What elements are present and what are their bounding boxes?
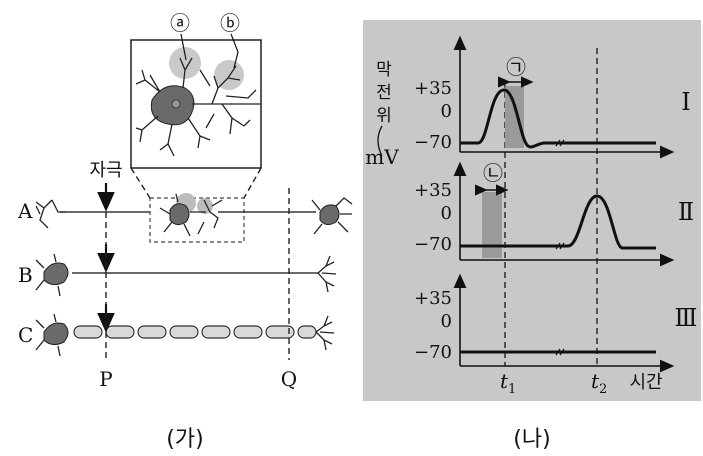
caption-na: (나) xyxy=(513,427,550,452)
neuron-b-label: B xyxy=(18,263,33,287)
y-label-2: 전 xyxy=(376,83,392,103)
row3-tick-0: 0 xyxy=(441,311,452,332)
graph-row-2: +35 0 −70 ㉡ Ⅱ xyxy=(414,161,694,267)
myelin-sheaths xyxy=(73,325,317,339)
label-g: ㉠ xyxy=(506,55,526,79)
row2-tick-0: 0 xyxy=(441,203,452,224)
row3-tick-35: +35 xyxy=(414,288,452,309)
row1-tick-0: 0 xyxy=(441,101,452,122)
row2-tick-70: −70 xyxy=(414,234,452,255)
neuron-c: C xyxy=(18,313,335,357)
neuron-a: A xyxy=(17,193,353,243)
y-label-3: 위 xyxy=(376,106,392,126)
label-b: ⓑ xyxy=(220,11,240,35)
row1-tick-70: −70 xyxy=(414,132,452,153)
graph-row-3: +35 0 −70 Ⅲ xyxy=(414,273,698,373)
x-axis-label: 시간 xyxy=(629,372,662,393)
synapse-inset: ⓐ ⓑ xyxy=(130,11,262,199)
t1-label: t1 xyxy=(500,369,516,397)
neuron-a-label: A xyxy=(17,199,33,223)
point-p: P xyxy=(99,367,112,391)
point-q: Q xyxy=(281,367,297,391)
t2-label: t2 xyxy=(591,369,607,397)
neuron-c-label: C xyxy=(18,323,33,347)
row2-tick-35: +35 xyxy=(414,180,452,201)
row1-label: Ⅰ xyxy=(681,88,690,116)
y-label-1: 막 xyxy=(376,60,392,80)
panel-ga: ⓐ ⓑ A B xyxy=(17,11,353,452)
row1-tick-35: +35 xyxy=(414,78,452,99)
row3-label: Ⅲ xyxy=(674,304,697,332)
y-unit: mV xyxy=(365,145,399,169)
row3-tick-70: −70 xyxy=(414,342,452,363)
interval-g-shade xyxy=(505,86,524,148)
trace-2 xyxy=(460,194,656,250)
trace-1 xyxy=(460,88,656,149)
label-l: ㉡ xyxy=(483,161,503,185)
graph-row-1: +35 0 −70 ㉠ Ⅰ xyxy=(414,35,691,159)
panel-na: 막 전 위 mV +35 0 −70 ㉠ Ⅰ +35 0 xyxy=(363,20,701,452)
label-a: ⓐ xyxy=(170,11,190,35)
neuron-b: B xyxy=(18,253,337,297)
row2-label: Ⅱ xyxy=(678,198,694,226)
interval-l-shade xyxy=(482,192,502,258)
stimulus-label: 자극 xyxy=(89,160,122,181)
caption-ga: (가) xyxy=(166,427,203,452)
